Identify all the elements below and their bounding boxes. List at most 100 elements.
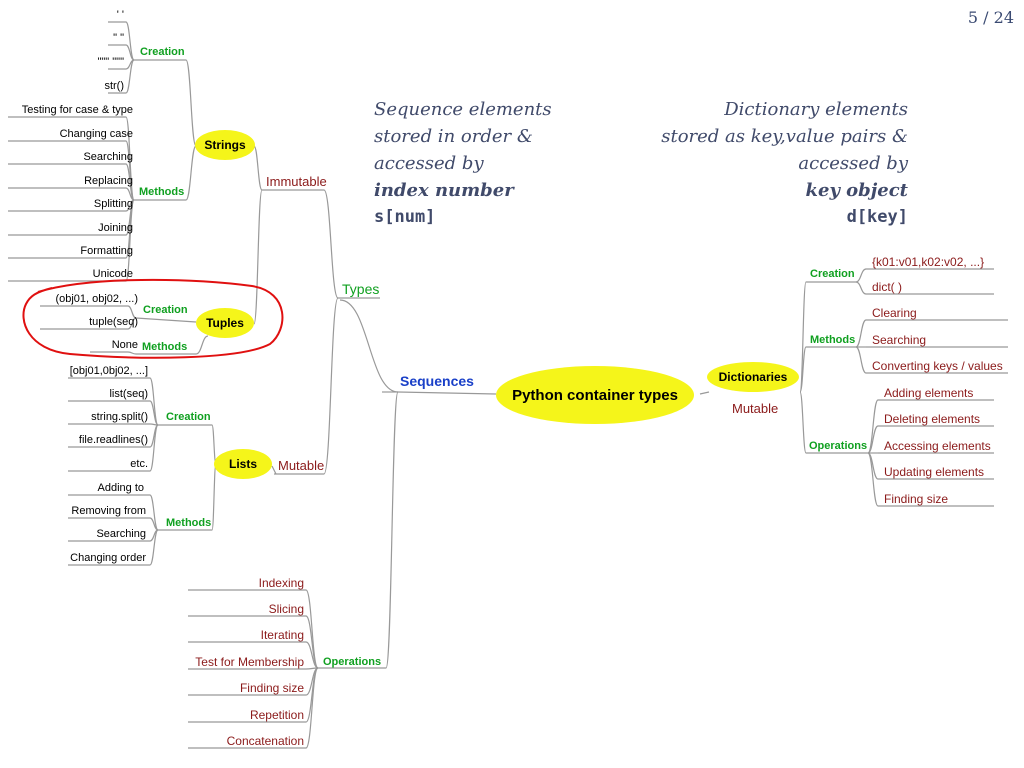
leaf-tuples-creation: tuple(seq) (89, 316, 138, 328)
leaf-strings-method: Joining (98, 222, 133, 234)
leaf-dict-creation: {k01:v01,k02:v02, ...} (872, 255, 985, 269)
lists-methods-link (211, 463, 217, 531)
leaf-strings-method: Unicode (92, 268, 133, 280)
leaf-lists-creation: file.readlines() (78, 434, 148, 446)
strings-link (253, 145, 263, 191)
leaf-strings-method: Replacing (84, 175, 133, 187)
strings-methods-leaf-link (125, 163, 135, 201)
leaf-lists-method: Changing order (70, 552, 146, 564)
dictionary-note: Dictionary elements stored as key,value … (661, 96, 908, 231)
dict-operations-link (799, 391, 807, 454)
dict-operation-leaf-link (867, 425, 879, 454)
leaf-dict-creation: dict( ) (872, 280, 902, 294)
mutable-link (323, 297, 339, 475)
strings-creation-leaf-link (125, 44, 135, 61)
root-node: Python container types (496, 366, 694, 424)
dict-operations-label: Operations (809, 440, 868, 452)
dictionaries-node: Dictionaries (707, 362, 799, 392)
dict-methods-link (799, 346, 807, 393)
dict-creation-leaf-link (855, 281, 867, 295)
leaf-strings-method: Testing for case & type (21, 104, 133, 116)
leaf-seq-operation: Iterating (260, 628, 304, 642)
leaf-dict-operation: Adding elements (884, 386, 974, 400)
dict-mutable-label: Mutable (732, 401, 779, 416)
strings-creation-link (185, 59, 197, 147)
seq-operations-label: Operations (323, 656, 382, 668)
leaf-seq-operation: Repetition (249, 708, 304, 722)
tuples-creation-leaf-link (127, 317, 137, 330)
leaf-strings-creation: " " (113, 32, 124, 44)
seq-operation-leaf-link (305, 615, 319, 669)
leaf-dict-method: Clearing (872, 306, 917, 320)
leaf-seq-operation: Finding size (239, 681, 304, 695)
lists-link (271, 465, 277, 475)
sequence-note-line-4: index number (374, 180, 514, 201)
dictionaries-link (699, 391, 710, 395)
strings-creation-label: Creation (140, 46, 185, 58)
types-link (339, 299, 399, 393)
strings-methods-leaf-link (125, 199, 135, 282)
leaf-dict-operation: Updating elements (884, 465, 985, 479)
strings-node: Strings (195, 130, 255, 160)
leaf-strings-creation: str() (104, 80, 124, 92)
leaf-seq-operation: Test for Membership (195, 655, 304, 669)
strings-methods-link (185, 145, 197, 201)
dict-method-leaf-link (855, 319, 867, 348)
dict-creation-leaf-link (855, 268, 867, 283)
types-label: Types (342, 281, 380, 297)
leaf-lists-creation: etc. (130, 458, 148, 470)
leaf-lists-creation: [obj01,0bj02, ...] (69, 365, 148, 377)
lists-creation-label: Creation (166, 411, 211, 423)
tuples-highlight-circle (22, 278, 284, 359)
leaf-dict-method: Searching (872, 333, 927, 347)
tuples-creation-underline (135, 317, 197, 323)
dict-method-leaf-link (855, 346, 867, 374)
leaf-dict-method: Converting keys / values (872, 359, 1003, 373)
seq-operation-leaf-link (305, 667, 319, 749)
dictionary-note-line-4: key object (805, 180, 908, 201)
immutable-link (323, 189, 339, 299)
leaf-strings-method: Formatting (80, 245, 133, 257)
leaf-lists-method: Searching (96, 528, 146, 540)
immutable-label: Immutable (266, 174, 327, 189)
sequence-note: Sequence elements stored in order & acce… (374, 96, 552, 231)
leaf-lists-creation: string.split() (91, 411, 148, 423)
leaf-strings-creation: ' ' (116, 9, 124, 21)
dictionary-note-code: d[key] (846, 207, 908, 227)
tuples-methods-label: Methods (142, 341, 188, 353)
lists-creation-leaf-link (149, 400, 159, 426)
tuples-creation-label: Creation (143, 304, 188, 316)
leaf-dict-operation: Accessing elements (884, 439, 991, 453)
leaf-seq-operation: Slicing (268, 602, 304, 616)
dictionary-note-line-3: accessed by (798, 153, 908, 174)
sequences-underline (397, 391, 497, 395)
leaf-strings-method: Searching (83, 151, 133, 163)
sequence-note-line-2: stored in order & (374, 126, 533, 147)
lists-creation-leaf-link (149, 424, 159, 472)
page-number: 5 / 24 (967, 8, 1014, 27)
tuples-link (253, 189, 263, 325)
dict-operation-leaf-link (867, 452, 879, 507)
dictionary-note-line-2: stored as key,value pairs & (661, 126, 908, 147)
sequence-note-code: s[num] (374, 207, 436, 227)
lists-methods-label: Methods (166, 517, 212, 529)
lists-node: Lists (214, 449, 272, 479)
leaf-dict-operation: Finding size (884, 492, 949, 506)
leaf-seq-operation: Indexing (258, 576, 304, 590)
dict-creation-label: Creation (810, 268, 855, 280)
leaf-lists-method: Removing from (71, 505, 146, 517)
lists-methods-leaf-link (149, 529, 159, 566)
operations-link (385, 391, 399, 669)
leaf-lists-method: Adding to (97, 482, 144, 494)
sequences-label: Sequences (400, 373, 474, 389)
leaf-strings-creation: """ """ (97, 56, 125, 68)
tuples-methods-link (195, 335, 209, 355)
strings-creation-leaf-link (125, 59, 135, 94)
leaf-tuples-creation: (obj01, obj02, ...) (55, 293, 138, 305)
leaf-lists-creation: list(seq) (109, 388, 148, 400)
leaf-dict-operation: Deleting elements (884, 412, 981, 426)
dict-methods-label: Methods (810, 334, 856, 346)
leaf-seq-operation: Concatenation (226, 734, 304, 748)
